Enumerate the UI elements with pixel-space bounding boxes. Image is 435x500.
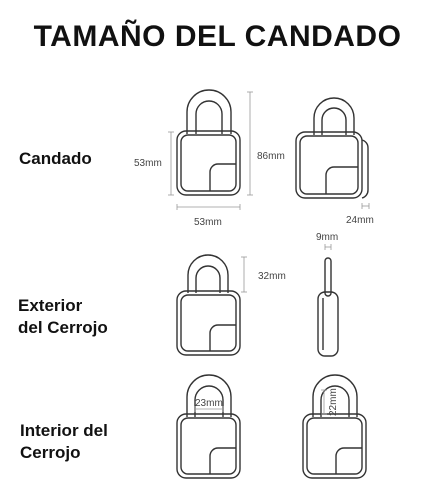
dim-inner-width: 23mm (195, 398, 223, 409)
padlock-front-view (176, 89, 241, 196)
shackle-exterior-front-view (176, 254, 241, 356)
label-line-1: Interior del (20, 421, 108, 440)
section-label-candado: Candado (19, 149, 92, 168)
dim-depth: 24mm (346, 215, 374, 226)
label-line-1: Exterior (18, 296, 83, 315)
dim-body-height: 53mm (134, 158, 162, 169)
dim-inner-height: 22mm (328, 388, 339, 416)
label-line-2: Cerrojo (20, 443, 81, 462)
label-line-2: del Cerrojo (18, 318, 108, 337)
padlock-perspective-view (295, 97, 369, 199)
section-label-interior: Interior del Cerrojo (20, 420, 108, 464)
section-label-exterior: Exterior del Cerrojo (18, 295, 108, 339)
page-title: TAMAÑO DEL CANDADO (33, 20, 402, 53)
shackle-interior-width-view (176, 374, 241, 479)
padlock-side-view (317, 257, 339, 357)
dim-body-width: 53mm (194, 217, 222, 228)
dim-total-height: 86mm (257, 151, 285, 162)
dim-shackle-thickness: 9mm (316, 232, 338, 243)
shackle-interior-height-view (302, 374, 367, 479)
dim-shackle-height: 32mm (258, 271, 286, 282)
